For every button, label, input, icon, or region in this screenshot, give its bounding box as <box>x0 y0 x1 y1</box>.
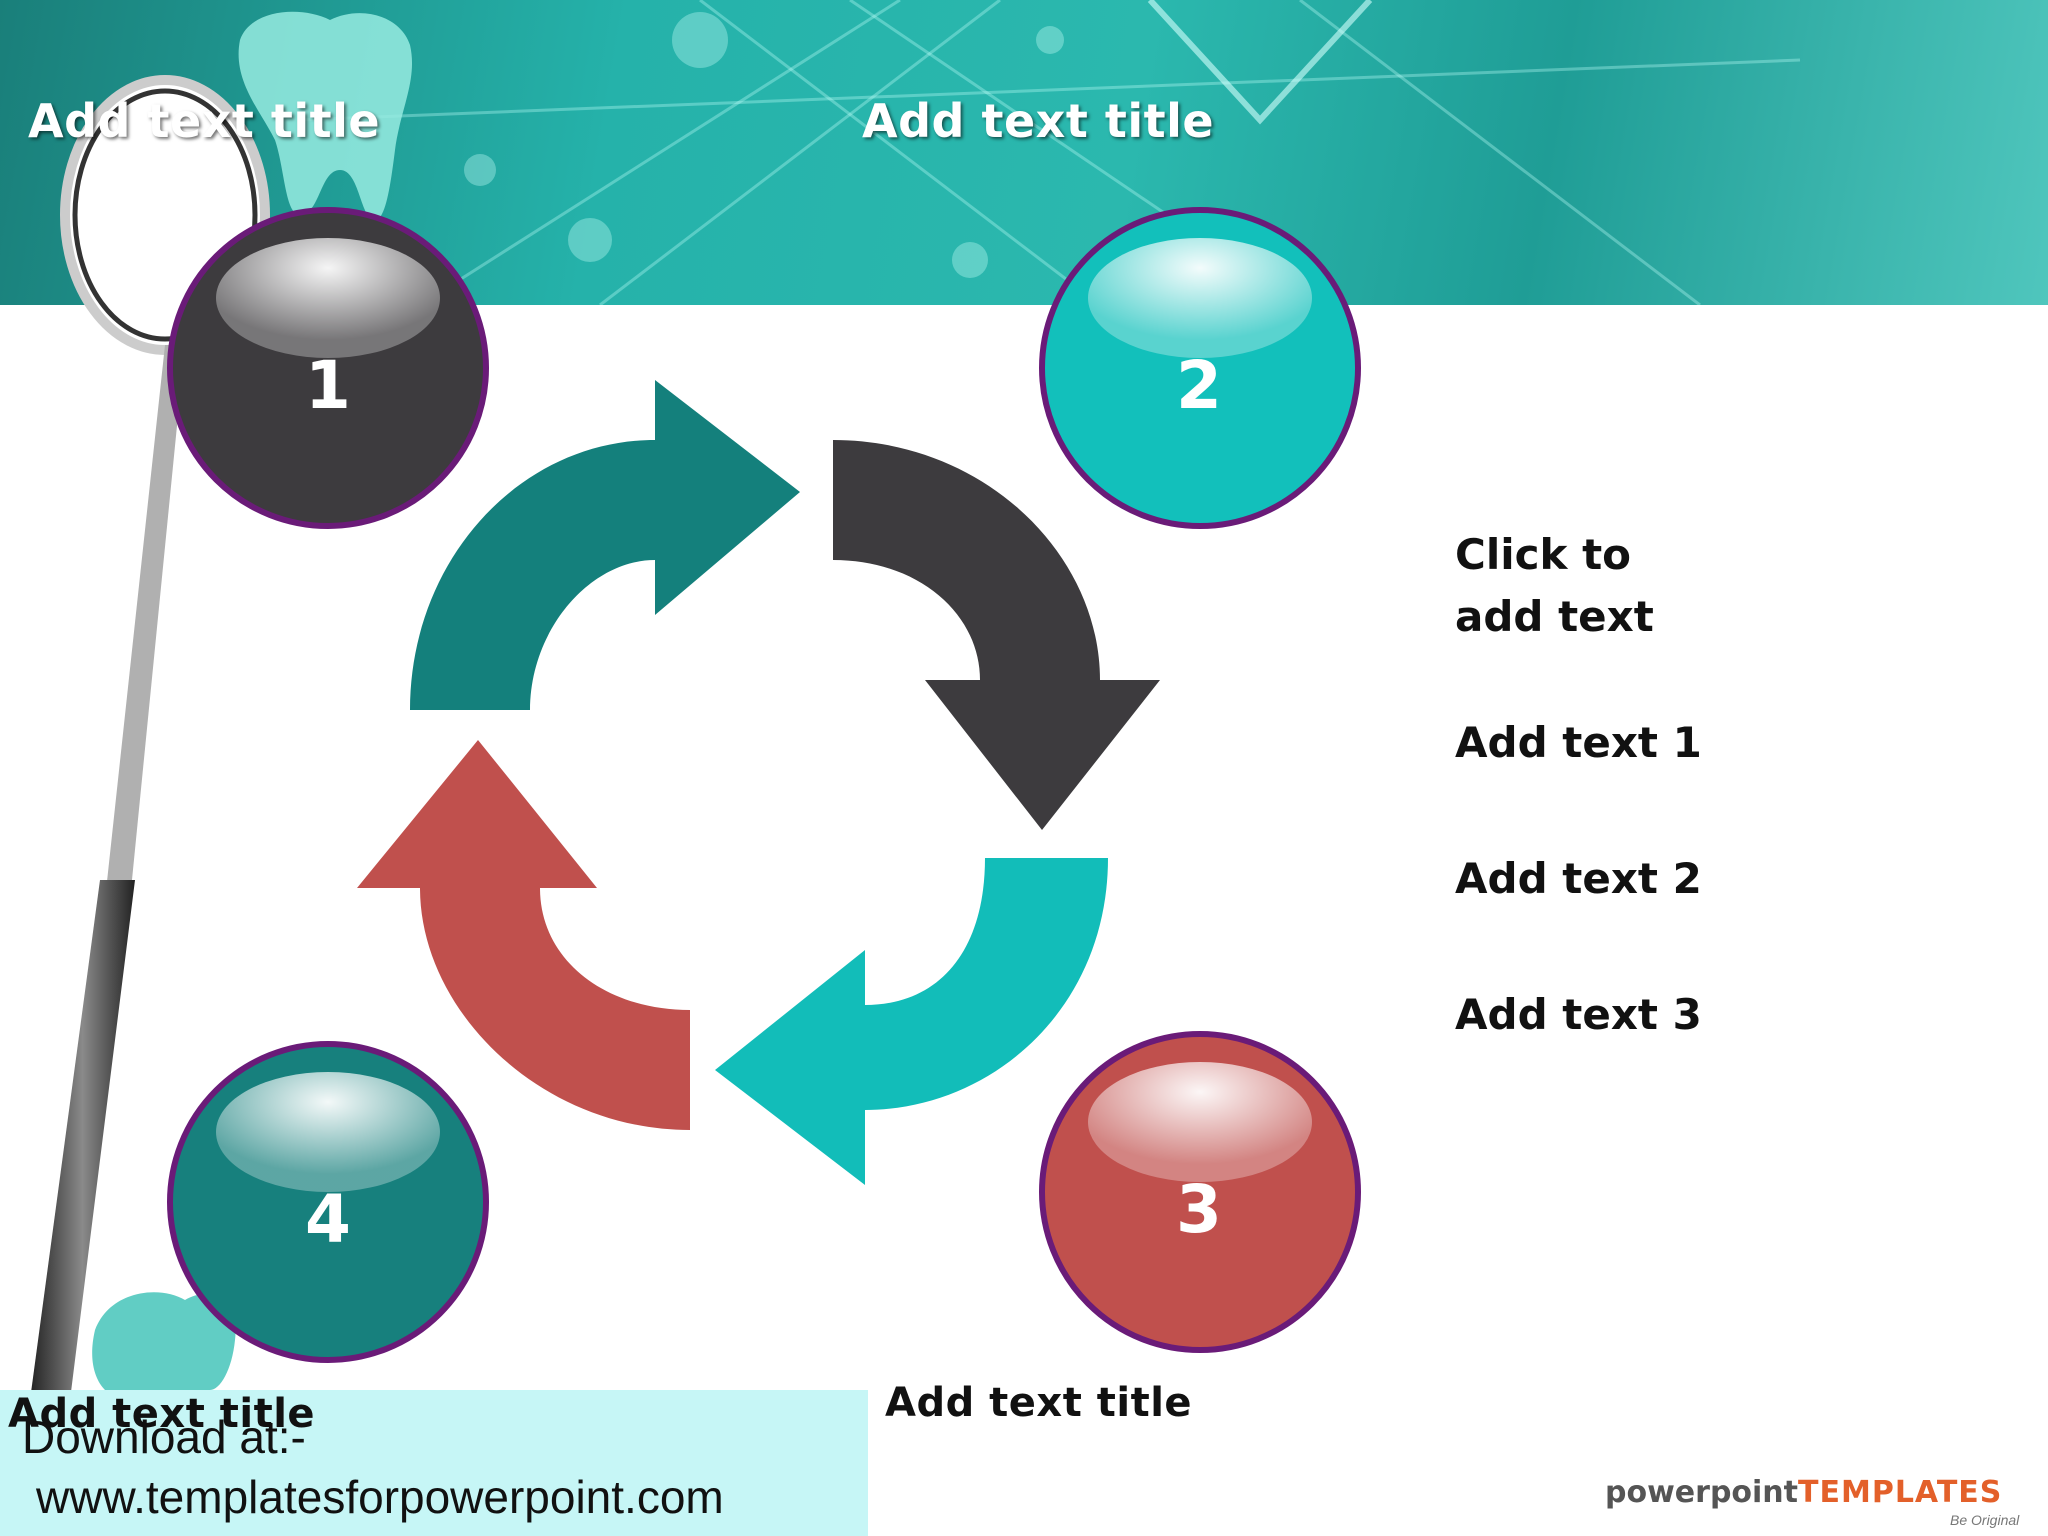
side-text-item-1[interactable]: Add text 1 <box>1455 718 1702 767</box>
side-text-click-line2: add text <box>1455 592 1654 641</box>
step-number-3: 3 <box>1176 1171 1222 1248</box>
cycle-arrow-4 <box>357 740 690 1130</box>
step-circle-4: 4 <box>167 1041 489 1363</box>
cycle-arrow-2 <box>833 440 1160 830</box>
download-url[interactable]: www.templatesforpowerpoint.com <box>36 1471 724 1523</box>
cycle-arrow-1 <box>410 380 800 710</box>
cycle-arrow-3 <box>715 858 1108 1185</box>
side-text-item-3[interactable]: Add text 3 <box>1455 990 1702 1039</box>
step-number-4: 4 <box>305 1181 351 1258</box>
side-text-click-line1: Click to <box>1455 530 1631 579</box>
title-top-left[interactable]: Add text title <box>28 94 381 148</box>
banner-decoration <box>238 0 1801 305</box>
brand-logo-part1: powerpoint <box>1605 1475 1799 1510</box>
side-text-item-2[interactable]: Add text 2 <box>1455 854 1702 903</box>
title-bottom-left[interactable]: Add text title <box>8 1391 316 1437</box>
step-number-2: 2 <box>1176 347 1222 424</box>
side-text-click-to-add[interactable]: Click to add text <box>1455 524 1654 648</box>
step-number-1: 1 <box>305 347 351 424</box>
step-circle-3: 3 <box>1039 1031 1361 1353</box>
brand-logo: powerpointTEMPLATES <box>1605 1475 2002 1510</box>
download-box <box>0 1390 868 1536</box>
title-top-center[interactable]: Add text title <box>862 94 1215 148</box>
title-bottom-center[interactable]: Add text title <box>885 1380 1193 1426</box>
brand-logo-part2: TEMPLATES <box>1798 1475 2003 1510</box>
step-circle-1: 1 <box>167 207 489 529</box>
step-circle-2: 2 <box>1039 207 1361 529</box>
brand-tagline: Be Original <box>1950 1512 2020 1528</box>
download-label: Download at:- <box>22 1411 306 1463</box>
